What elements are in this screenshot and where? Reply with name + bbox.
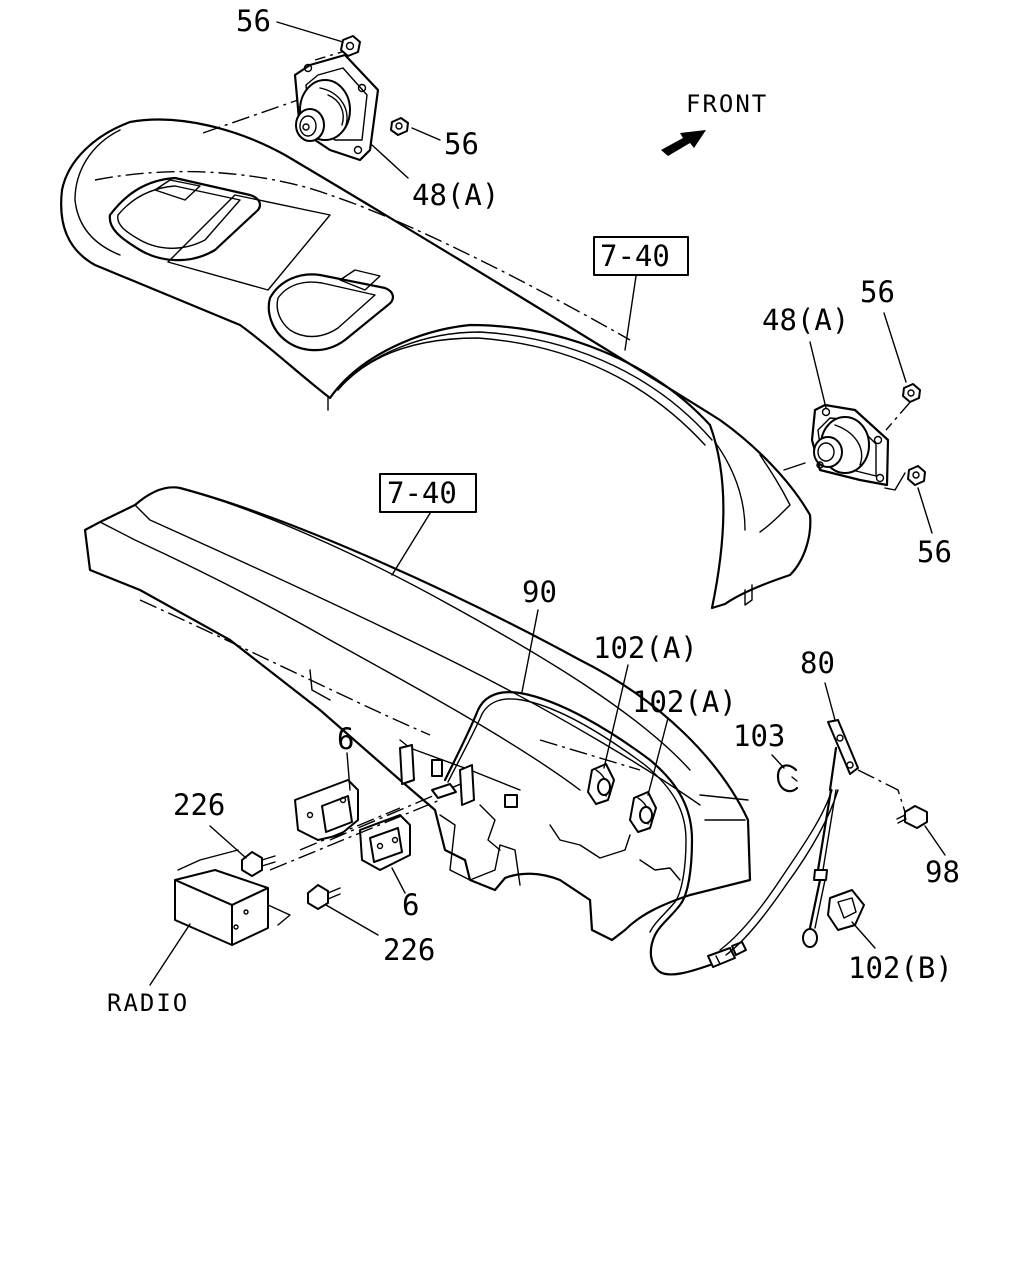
bracket-6-lower	[359, 814, 411, 871]
leader-line	[783, 462, 806, 471]
callout-7-40: 7-40	[600, 239, 670, 273]
radio-unit	[174, 849, 291, 946]
nut-56-top	[340, 35, 361, 57]
speaker-left	[293, 53, 380, 162]
clip-102a-upper	[587, 763, 615, 805]
callout-98: 98	[925, 855, 960, 889]
clip-103	[776, 764, 799, 793]
lower-instrument-panel	[83, 486, 752, 942]
ref-box-upper	[593, 236, 689, 276]
bolt-226-lower	[307, 884, 341, 910]
nut-56-right-upper	[902, 383, 921, 403]
leader-line	[884, 472, 906, 491]
callout-80: 80	[800, 646, 835, 680]
callout-102b: 102(B)	[848, 951, 953, 985]
callout-48a: 48(A)	[762, 303, 849, 337]
antenna-cable-90	[443, 691, 712, 976]
bracket-6-upper	[294, 779, 359, 841]
callout-56: 56	[860, 275, 895, 309]
ref-box-lower	[379, 473, 477, 513]
callout-48a: 48(A)	[412, 178, 499, 212]
callout-226: 226	[173, 788, 225, 822]
callout-56: 56	[917, 535, 952, 569]
leader-line	[202, 99, 299, 134]
mount-bar	[269, 744, 475, 871]
callout-102a: 102(A)	[632, 685, 737, 719]
speaker-right	[810, 403, 890, 487]
upper-dash-panel	[60, 118, 812, 610]
leader-lines	[149, 21, 946, 986]
front-arrow-icon	[661, 130, 706, 156]
nut-56-right-lower	[907, 465, 926, 486]
callout-56: 56	[444, 127, 479, 161]
radio-label: RADIO	[107, 989, 189, 1017]
leader-line	[885, 399, 913, 431]
callout-226: 226	[383, 933, 435, 967]
callout-56: 56	[236, 4, 271, 38]
callout-102a: 102(A)	[593, 631, 698, 665]
callout-6: 6	[337, 722, 354, 756]
callout-7-40: 7-40	[387, 476, 457, 510]
leader-line	[857, 769, 906, 813]
callout-6: 6	[402, 888, 419, 922]
nut-56-left-speaker	[390, 117, 409, 136]
bolt-226-upper	[241, 851, 276, 877]
clip-102b	[827, 889, 865, 931]
clip-102a-lower	[629, 791, 657, 833]
antenna-80	[719, 719, 859, 956]
callout-90: 90	[522, 575, 557, 609]
callout-103: 103	[733, 719, 785, 753]
screw-98	[896, 805, 928, 829]
front-label: FRONT	[686, 90, 768, 118]
